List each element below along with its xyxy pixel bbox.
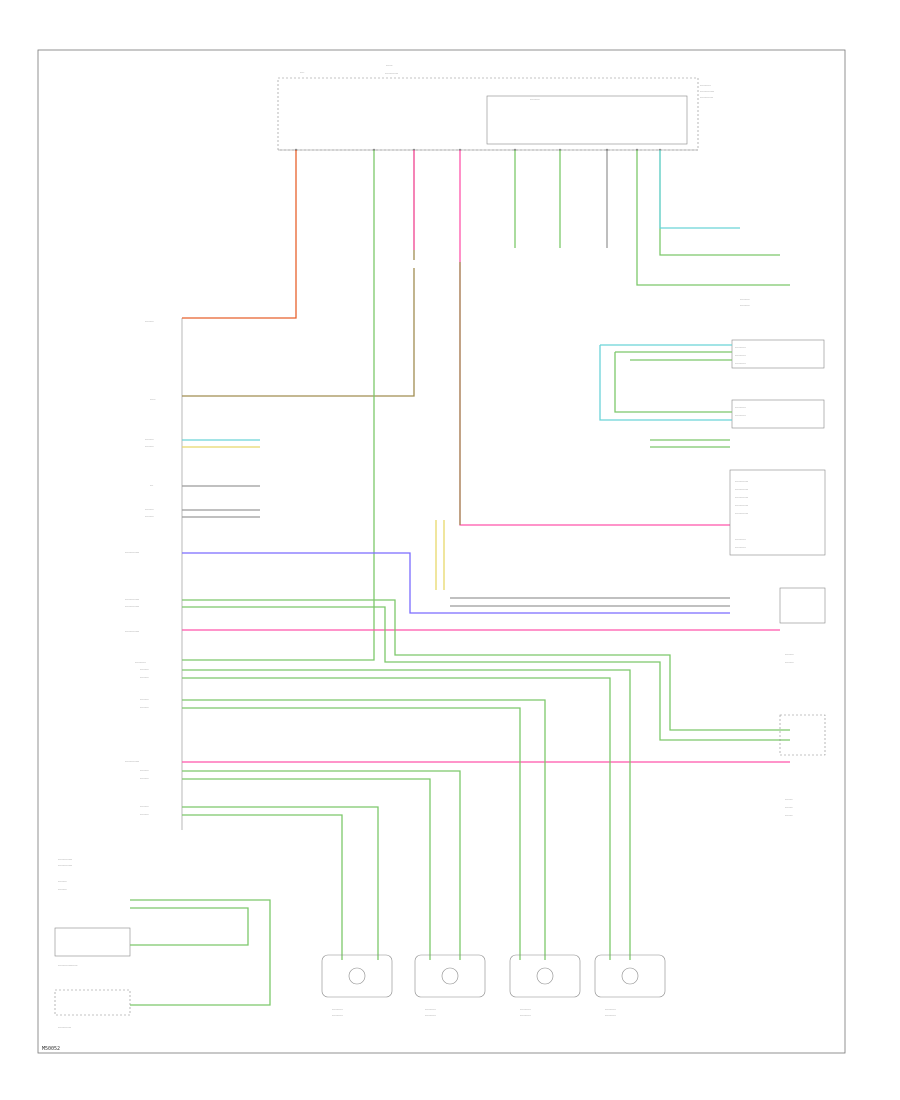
svg-text:--------: -------- bbox=[140, 675, 149, 679]
fuse-block: ------ ---- ------------ ---------- ----… bbox=[277, 63, 714, 152]
svg-text:----------: ---------- bbox=[735, 345, 746, 349]
svg-text:------------: ------------ bbox=[735, 487, 748, 491]
diagram-frame bbox=[37, 49, 846, 1054]
svg-text:--------: -------- bbox=[785, 660, 794, 664]
svg-text:-------------: ------------- bbox=[125, 629, 139, 633]
svg-text:--------: -------- bbox=[58, 879, 67, 883]
svg-text:----------: ---------- bbox=[605, 1013, 616, 1017]
svg-text:-------------: ------------- bbox=[125, 597, 139, 601]
svg-text:------------: ------------ bbox=[58, 1025, 71, 1029]
can-bus-wires bbox=[182, 439, 730, 448]
svg-text:--------: -------- bbox=[145, 514, 154, 518]
yaw-rate-sensor: -------- -------- ------- ------- ------… bbox=[779, 587, 826, 817]
svg-text:----------: ---------- bbox=[735, 353, 746, 357]
svg-text:-------------: ------------- bbox=[125, 550, 139, 554]
svg-text:------: ------ bbox=[386, 63, 393, 67]
svg-text:--------: -------- bbox=[140, 697, 149, 701]
svg-text:------------: ------------ bbox=[735, 511, 748, 515]
svg-text:------------: ------------ bbox=[735, 503, 748, 507]
svg-text:------------: ------------ bbox=[700, 95, 713, 99]
svg-text:----------: ---------- bbox=[520, 1007, 531, 1011]
svg-text:----------: ---------- bbox=[425, 1013, 436, 1017]
svg-text:------------: ------------ bbox=[735, 495, 748, 499]
svg-text:----------: ---------- bbox=[735, 405, 746, 409]
svg-text:-------------: ------------- bbox=[700, 89, 714, 93]
svg-text:--------: -------- bbox=[140, 812, 149, 816]
wire-green-main bbox=[182, 150, 375, 661]
abs-module: ------------ ------------ ------------ -… bbox=[729, 469, 826, 556]
wire-brown-yellow bbox=[182, 150, 415, 397]
svg-text:--------: -------- bbox=[145, 319, 154, 323]
svg-text:-------------: ------------- bbox=[58, 857, 72, 861]
fuse-short-wires bbox=[514, 150, 790, 286]
wheel-speed-sensors: ---------- ---------- ---------- -------… bbox=[321, 954, 666, 1017]
svg-text:---: --- bbox=[150, 483, 153, 487]
svg-text:-------: ------- bbox=[785, 805, 793, 809]
svg-text:--------: -------- bbox=[58, 887, 67, 891]
svg-text:-------------: ------------- bbox=[58, 863, 72, 867]
svg-text:--------: -------- bbox=[140, 768, 149, 772]
svg-text:-------------: ------------- bbox=[125, 604, 139, 608]
svg-text:-----: ----- bbox=[150, 397, 155, 401]
svg-text:--------: -------- bbox=[140, 667, 149, 671]
wire-pink-right bbox=[459, 150, 730, 526]
svg-text:---------: --------- bbox=[740, 303, 750, 307]
svg-text:-------: ------- bbox=[785, 813, 793, 817]
bcm-connector: -------- ----- -------- -------- --- ---… bbox=[125, 318, 183, 830]
svg-text:----------: ---------- bbox=[425, 1007, 436, 1011]
svg-text:----------: ---------- bbox=[735, 537, 746, 541]
svg-text:---------: --------- bbox=[740, 297, 750, 301]
brake-fluid-level-switch: ------------- ------------- -------- ---… bbox=[54, 857, 271, 1029]
svg-text:----------: ---------- bbox=[332, 1013, 343, 1017]
yellow-wires bbox=[435, 520, 445, 590]
svg-text:--------: -------- bbox=[140, 705, 149, 709]
svg-text:--------: -------- bbox=[140, 804, 149, 808]
svg-text:-------: ------- bbox=[785, 797, 793, 801]
svg-text:----------: ---------- bbox=[332, 1007, 343, 1011]
svg-text:------------: ------------ bbox=[735, 479, 748, 483]
svg-text:------------------: ------------------ bbox=[58, 963, 78, 967]
svg-text:--------: -------- bbox=[785, 652, 794, 656]
svg-text:--------: -------- bbox=[145, 437, 154, 441]
svg-text:-------------: ------------- bbox=[125, 759, 139, 763]
wheel-speed-wires bbox=[182, 669, 631, 960]
wire-violet bbox=[182, 552, 730, 614]
svg-text:----: ---- bbox=[300, 70, 304, 74]
svg-text:------------: ------------ bbox=[385, 71, 398, 75]
svg-text:----------: ---------- bbox=[700, 83, 711, 87]
stop-lamp-switch: ---------- ---------- ---------- -------… bbox=[599, 297, 825, 429]
svg-text:----------: ---------- bbox=[135, 660, 146, 664]
svg-text:--------: -------- bbox=[140, 776, 149, 780]
wire-orange-red bbox=[182, 150, 297, 319]
svg-text:----------: ---------- bbox=[735, 361, 746, 365]
svg-text:--------: -------- bbox=[145, 507, 154, 511]
svg-text:----------: ---------- bbox=[735, 545, 746, 549]
svg-text:--------: -------- bbox=[145, 444, 154, 448]
svg-text:----------: ---------- bbox=[735, 413, 746, 417]
gray-wires bbox=[182, 485, 730, 607]
svg-text:----------: ---------- bbox=[520, 1013, 531, 1017]
svg-text:---------: --------- bbox=[530, 97, 540, 101]
diagram-code: M50052 bbox=[42, 1046, 60, 1052]
wire-green-pair-right bbox=[182, 599, 790, 741]
svg-text:----------: ---------- bbox=[605, 1007, 616, 1011]
